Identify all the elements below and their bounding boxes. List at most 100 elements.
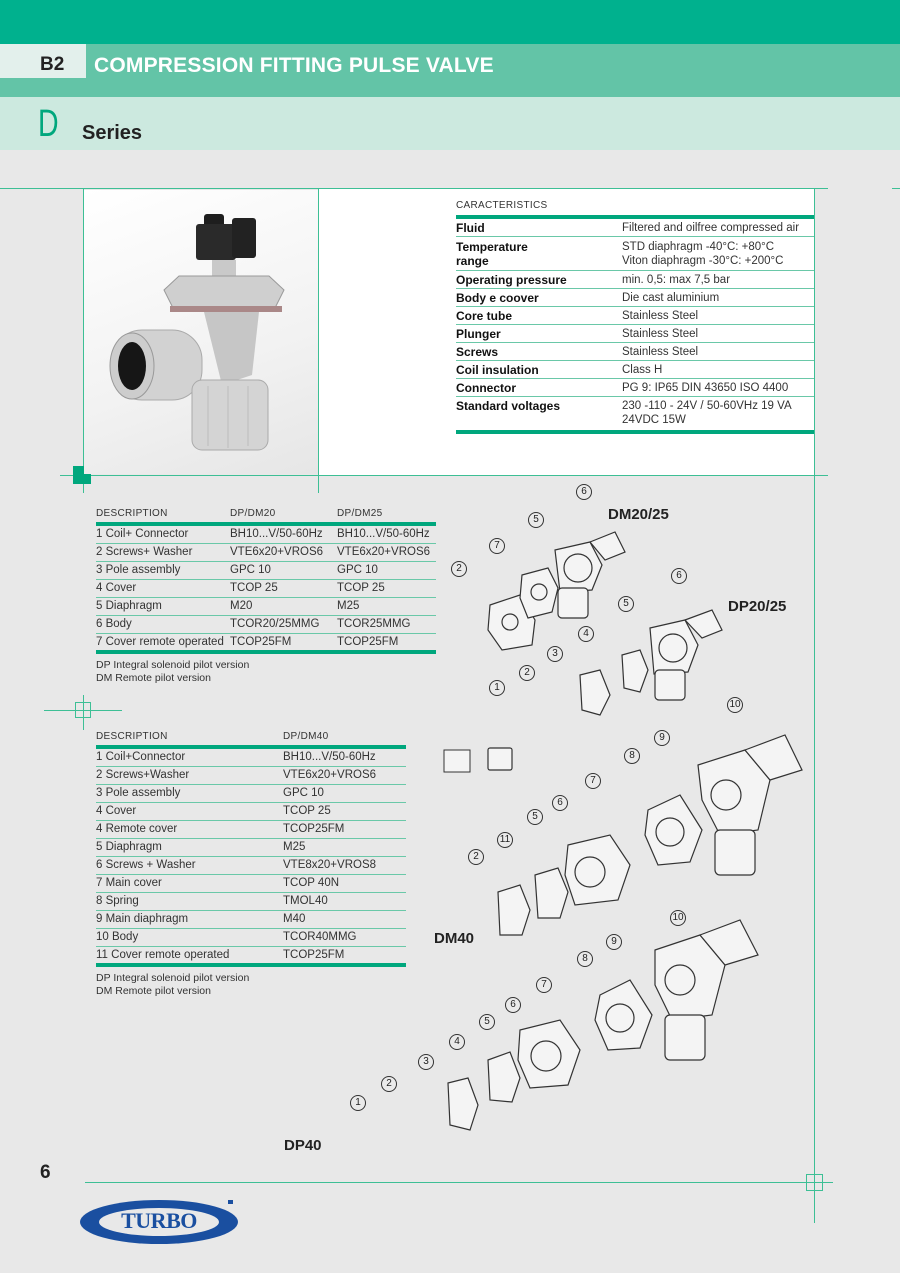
spec-value: Stainless Steel <box>622 328 699 340</box>
cell: 5 Diaphragm <box>96 841 162 853</box>
cell: TCOR40MMG <box>283 931 357 943</box>
spec-value: min. 0,5: max 7,5 bar <box>622 274 731 286</box>
callout-10: 10 <box>727 697 743 713</box>
cell: 1 Coil+ Connector <box>96 528 189 540</box>
series-label: Series <box>82 122 143 144</box>
footnote: DP Integral solenoid pilot version <box>96 659 250 671</box>
header-top-band <box>0 0 900 44</box>
section-code: B2 <box>40 54 65 75</box>
cell: 11 Cover remote operated <box>96 949 230 961</box>
register-mark <box>75 702 91 718</box>
spec-key: Standard voltages <box>456 399 561 413</box>
footer-rule <box>456 430 814 434</box>
callout-5: 5 <box>618 596 634 612</box>
callout-10: 10 <box>670 910 686 926</box>
callout-6: 6 <box>552 795 568 811</box>
spec-value: STD diaphragm -40°C: +80°C Viton diaphra… <box>622 241 784 267</box>
spec-key: Operating pressure <box>456 273 567 287</box>
callout-1: 1 <box>489 680 505 696</box>
cell: 6 Body <box>96 618 132 630</box>
spec-key: Connector <box>456 381 516 395</box>
callout-6: 6 <box>505 997 521 1013</box>
callout-4: 4 <box>578 626 594 642</box>
cell: TCOP25FM <box>283 949 345 961</box>
characteristics-caption: CARACTERISTICS <box>456 200 548 211</box>
callout-5: 5 <box>479 1014 495 1030</box>
footnote: DM Remote pilot version <box>96 985 211 997</box>
cell: M25 <box>283 841 306 853</box>
footer-rule <box>96 650 436 654</box>
callout-9: 9 <box>606 934 622 950</box>
cell: TCOP 25 <box>283 805 331 817</box>
cell: VTE6x20+VROS6 <box>230 546 324 558</box>
cell: M25 <box>337 600 360 612</box>
footer-rule <box>96 963 406 967</box>
cell: 10 Body <box>96 931 139 943</box>
pulse-valve-image <box>109 214 285 451</box>
cell: 2 Screws+ Washer <box>96 546 193 558</box>
callout-5: 5 <box>528 512 544 528</box>
table-row: Operating pressure min. 0,5: max 7,5 bar <box>456 271 814 289</box>
table-row: 2 Screws+ Washer VTE6x20+VROS6 VTE6x20+VRO… <box>96 544 436 562</box>
page-title: COMPRESSION FITTING PULSE VALVE <box>94 54 494 77</box>
cell: VTE8x20+VROS8 <box>283 859 377 871</box>
logo-text: TURBO <box>121 1208 197 1233</box>
cell: 5 Diaphragm <box>96 600 162 612</box>
header-rule <box>96 745 406 749</box>
callout-6: 6 <box>576 484 592 500</box>
callout-11: 11 <box>497 832 513 848</box>
callout-3: 3 <box>418 1054 434 1070</box>
column-header: DESCRIPTION <box>96 508 168 519</box>
header-title-band <box>0 44 900 97</box>
cell: TCOP25FM <box>230 636 292 648</box>
callout-4: 4 <box>449 1034 465 1050</box>
spec-value: Filtered and oilfree compressed air <box>622 222 800 234</box>
exploded-view-diagram <box>443 531 803 1131</box>
table-row: 11 Cover remote operated TCOP25FM <box>96 947 406 964</box>
cell: GPC 10 <box>283 787 324 799</box>
table-row: Connector PG 9: IP65 DIN 43650 ISO 4400 <box>456 379 814 397</box>
page-number: 6 <box>40 1162 51 1183</box>
cell: 7 Cover remote operated <box>96 636 224 648</box>
cell: TCOP 25 <box>337 582 385 594</box>
register-mark <box>806 1174 823 1191</box>
callout-7: 7 <box>585 773 601 789</box>
callout-8: 8 <box>577 951 593 967</box>
spec-value: PG 9: IP65 DIN 43650 ISO 4400 <box>622 382 789 394</box>
diagram-label-dm40: DM40 <box>434 930 475 947</box>
spec-key: Plunger <box>456 327 501 341</box>
callout-2: 2 <box>468 849 484 865</box>
cell: VTE6x20+VROS6 <box>337 546 431 558</box>
product-photo <box>84 190 318 474</box>
column-header: DP/DM20 <box>230 508 276 519</box>
diagram-label-dp40: DP40 <box>284 1137 322 1154</box>
callout-7: 7 <box>489 538 505 554</box>
cell: 2 Screws+Washer <box>96 769 190 781</box>
trademark-icon <box>228 1200 233 1204</box>
diagram-label-dp20-25: DP20/25 <box>728 598 787 615</box>
column-header: DP/DM40 <box>283 731 329 742</box>
guide-line <box>814 188 815 1223</box>
cell: TCOP25FM <box>283 823 345 835</box>
cell: 7 Main cover <box>96 877 162 889</box>
spec-key: Body e coover <box>456 291 539 305</box>
cell: TCOP 25 <box>230 582 278 594</box>
spec-key: Screws <box>456 345 499 359</box>
cell: 8 Spring <box>96 895 139 907</box>
